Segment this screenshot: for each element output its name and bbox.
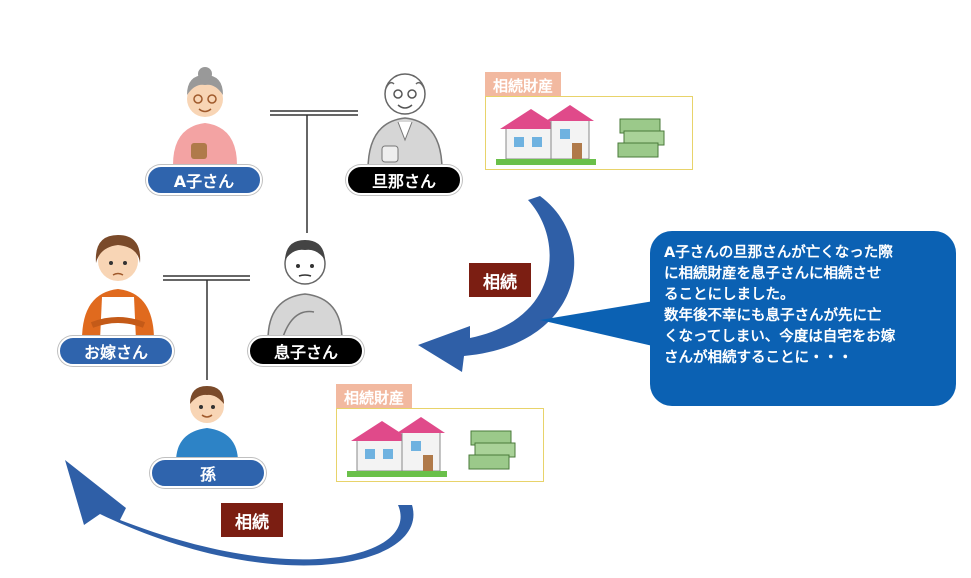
cash-icon [617, 118, 665, 158]
son-figure [267, 240, 343, 340]
top-asset-label: 相続財産 [485, 72, 562, 98]
callout-line: くなってしまい、今度は自宅をお嫁 [664, 329, 896, 345]
callout-line: さんが相続することに・・・ [664, 350, 853, 366]
a-ko-label: A子さん [146, 165, 262, 195]
grandchild-figure [176, 386, 238, 462]
house-icon [496, 105, 596, 165]
bottom-asset-label: 相続財産 [336, 384, 413, 410]
daughter-in-law-figure [82, 235, 154, 340]
grandmother-figure [173, 67, 237, 165]
bottom-asset-box [336, 408, 544, 482]
bottom-inheritance-label: 相続 [221, 503, 283, 537]
house-icon [347, 417, 447, 477]
top-asset-box [485, 96, 693, 170]
cash-icon [468, 430, 516, 470]
daughter-in-law-label: お嫁さん [58, 336, 174, 366]
callout-pointer [540, 300, 670, 350]
explanation-callout: A子さんの旦那さんが亡くなった際 に相続財産を息子さんに相続させ ることにしまし… [650, 231, 956, 406]
husband-figure [367, 73, 443, 170]
husband-label: 旦那さん [346, 165, 462, 195]
callout-line: 数年後不幸にも息子さんが先に亡 [664, 308, 882, 324]
callout-line: A子さんの旦那さんが亡くなった際 [664, 245, 893, 261]
son-label: 息子さん [248, 336, 364, 366]
callout-line: に相続財産を息子さんに相続させ [664, 266, 882, 282]
grandchild-label: 孫 [150, 458, 266, 488]
top-inheritance-label: 相続 [469, 263, 531, 297]
top-inheritance-arrow [418, 196, 575, 372]
callout-line: ることにしました。 [664, 287, 795, 303]
